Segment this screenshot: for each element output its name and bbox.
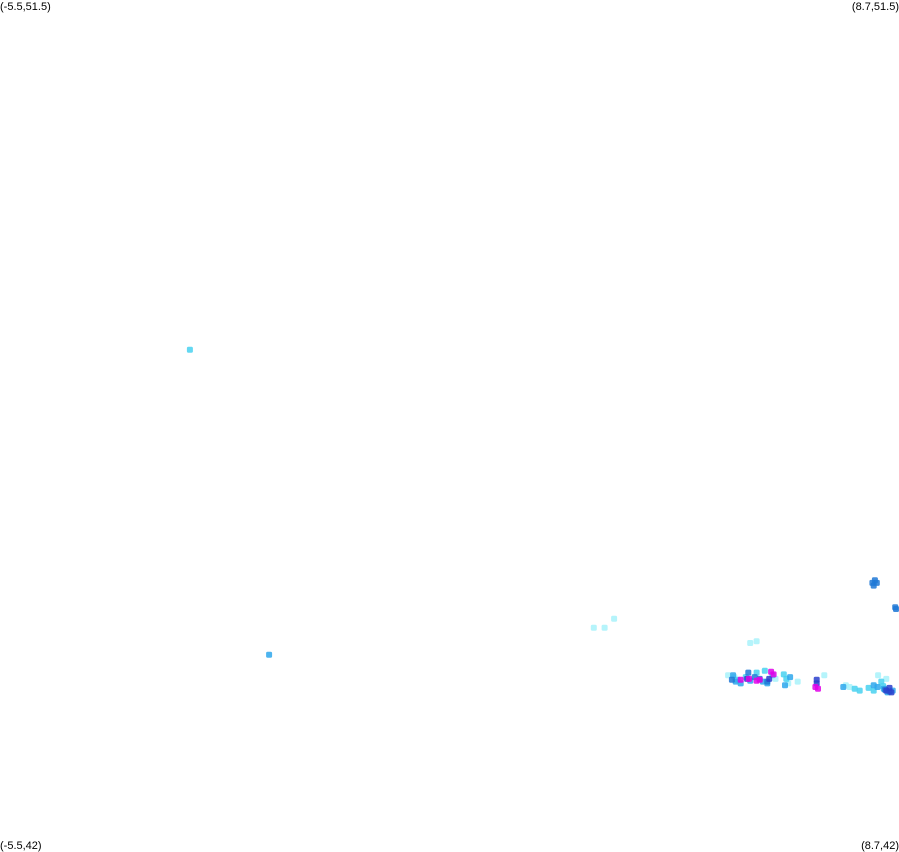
data-point <box>737 676 744 683</box>
data-point <box>725 672 732 679</box>
data-points-layer <box>186 346 899 696</box>
data-point <box>756 676 763 683</box>
data-point <box>840 684 847 690</box>
data-point <box>782 682 788 689</box>
data-point <box>601 624 608 631</box>
data-point <box>611 615 618 622</box>
data-point <box>821 672 828 679</box>
data-point <box>590 624 597 631</box>
data-point <box>787 674 794 681</box>
data-point <box>883 675 890 682</box>
data-point <box>753 638 760 645</box>
data-point <box>888 689 895 696</box>
data-point <box>875 672 882 679</box>
data-point <box>770 671 777 678</box>
data-point <box>186 346 193 353</box>
data-point <box>851 685 858 692</box>
data-point <box>728 676 735 683</box>
data-point <box>766 675 773 682</box>
corner-label-bottom-left: (-5.5,42) <box>0 840 42 852</box>
data-point <box>874 684 881 690</box>
data-point <box>893 606 899 612</box>
data-point <box>870 582 877 589</box>
data-point <box>865 684 872 691</box>
corner-label-bottom-right: (8.7,42) <box>861 840 899 852</box>
data-point <box>746 675 752 682</box>
data-point <box>794 678 801 685</box>
data-point <box>747 640 754 646</box>
data-point <box>761 667 768 674</box>
data-point <box>266 651 273 658</box>
data-point <box>846 684 853 690</box>
corner-label-top-right: (8.7,51.5) <box>851 1 899 13</box>
data-point <box>856 687 863 694</box>
corner-label-top-left: (-5.5,51.5) <box>0 1 51 13</box>
data-point <box>815 685 821 692</box>
data-point <box>745 669 752 676</box>
